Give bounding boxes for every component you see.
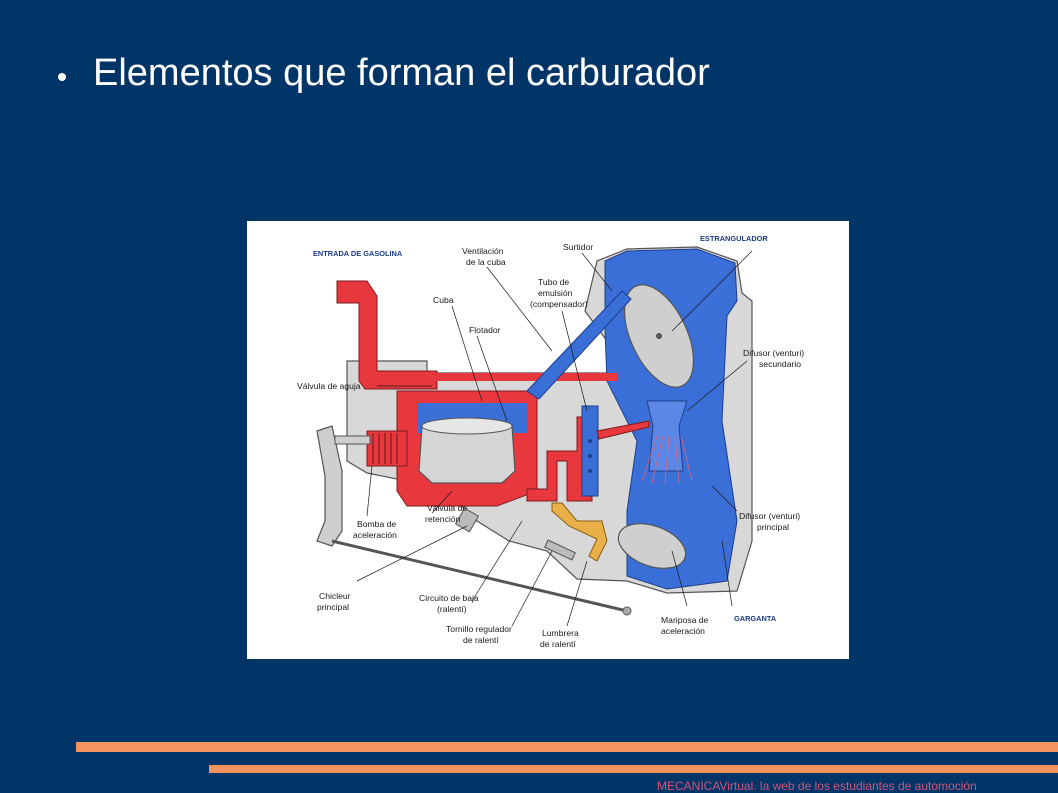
accent-bar-top: [76, 742, 1058, 752]
label-tubo-2: emulsión: [538, 288, 573, 298]
pump-rod: [334, 435, 371, 445]
vent-tube: [526, 290, 632, 400]
fuel-mist: [641, 435, 693, 484]
accelerator-pump: [366, 430, 408, 467]
label-tornillo-1: Tornillo regulador: [446, 624, 512, 634]
label-surtidor: Surtidor: [563, 242, 593, 252]
emulsion-tube: [581, 405, 599, 497]
carburetor-diagram-drawing: ENTRADA DE GASOLINA Ventilación de la cu…: [297, 234, 804, 649]
nozzle: [596, 420, 650, 440]
label-bomba-1: Bomba de: [357, 519, 396, 529]
label-entrada-gasolina: ENTRADA DE GASOLINA: [313, 249, 403, 258]
label-difusor-pri-2: principal: [757, 522, 789, 532]
label-valvula-aguja: Válvula de aguja: [297, 381, 361, 391]
label-lumbrera-2: de ralentí: [540, 639, 576, 649]
label-chicleur-1: Chicleur: [319, 591, 351, 601]
label-estrangulador: ESTRANGULADOR: [700, 234, 768, 243]
label-lumbrera-1: Lumbrera: [542, 628, 579, 638]
choke-pivot: [656, 333, 662, 339]
bowl-vent-passage: [427, 373, 617, 381]
accent-bar-bottom: [209, 765, 1058, 773]
float-top: [421, 417, 513, 435]
label-ventilacion-1: Ventilación: [462, 246, 504, 256]
bullet-icon: [58, 73, 66, 81]
linkage-rod: [331, 539, 628, 613]
label-mariposa-1: Mariposa de: [661, 615, 709, 625]
label-cuba: Cuba: [433, 295, 454, 305]
slide-title: Elementos que forman el carburador: [93, 52, 710, 94]
footer-text: MECANICAVirtual. la web de los estudiant…: [657, 779, 977, 793]
pump-spring: [372, 433, 398, 464]
idle-circuit: [551, 502, 608, 562]
label-chicleur-2: principal: [317, 602, 349, 612]
label-valvula-ret-1: Válvula de: [427, 503, 467, 513]
label-mariposa-2: aceleración: [661, 626, 705, 636]
label-tubo-1: Tubo de: [538, 277, 569, 287]
label-difusor-pri-1: Difusor (venturi): [739, 511, 800, 521]
fuel-inlet-pipe: [336, 280, 438, 390]
label-circuito-2: (ralentí): [437, 604, 467, 614]
label-flotador: Flotador: [469, 325, 501, 335]
label-circuito-1: Circuito de baja: [419, 593, 479, 603]
venturi-secondary: [646, 400, 688, 472]
main-fuel-line: [526, 416, 593, 502]
main-jet: [454, 507, 480, 533]
float: [418, 425, 516, 484]
label-tubo-3: (compensador): [530, 299, 588, 309]
emulsion-holes: [588, 439, 592, 473]
label-difusor-sec-1: Difusor (venturi): [743, 348, 804, 358]
label-difusor-sec-2: secundario: [759, 359, 801, 369]
label-tornillo-2: de ralentí: [463, 635, 499, 645]
throttle-plate: [617, 523, 687, 569]
label-valvula-ret-2: retención: [425, 514, 461, 524]
carburetor-diagram: ENTRADA DE GASOLINA Ventilación de la cu…: [247, 221, 849, 659]
leader-lines: [356, 250, 753, 627]
label-ventilacion-2: de la cuba: [466, 257, 506, 267]
linkage-pivot: [622, 606, 632, 616]
label-garganta: GARGANTA: [734, 614, 777, 623]
idle-screw: [544, 539, 576, 561]
label-bomba-2: aceleración: [353, 530, 397, 540]
